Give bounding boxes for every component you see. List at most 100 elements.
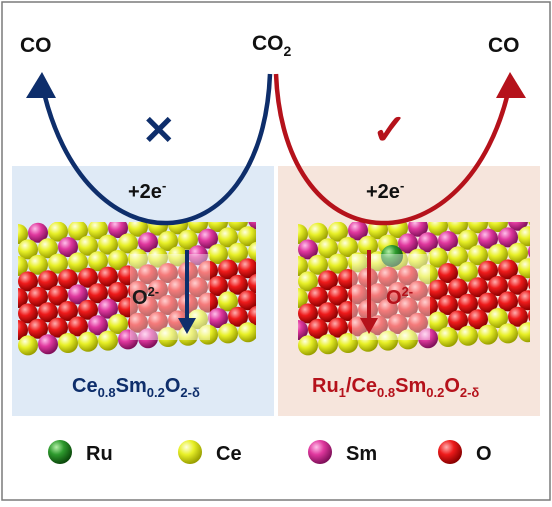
lattice-atom [408, 222, 428, 237]
legend-ru-swatch [48, 440, 72, 464]
lattice-atom [78, 299, 98, 320]
lattice-atom [18, 271, 38, 292]
lattice-atom [348, 252, 368, 273]
lattice-atom [378, 298, 398, 319]
lattice-atom [198, 228, 218, 249]
lattice-atom [408, 280, 428, 301]
lattice-atom [158, 327, 178, 347]
lattice-atom [138, 264, 158, 285]
lattice-atom [148, 311, 168, 332]
lattice-atom [438, 263, 458, 283]
lattice-atom [198, 260, 218, 281]
lattice-atom [308, 222, 328, 243]
legend-sm-label: Sm [346, 443, 377, 465]
legend: Ru Ce Sm O [48, 440, 492, 465]
right-electron-label: +2e- [366, 178, 404, 203]
lattice-atom [318, 302, 338, 323]
lattice-atom [348, 222, 368, 241]
lattice-atom [68, 222, 88, 241]
legend-ce-label: Ce [216, 443, 242, 465]
lattice-atom [298, 256, 308, 276]
lattice-atom [398, 297, 418, 318]
right-catalyst-formula: Ru1/Ce0.8Sm0.2O2-δ [312, 375, 479, 400]
lattice-atom [38, 238, 58, 259]
lattice-atom [38, 270, 58, 291]
left-vacancy-highlight [130, 254, 210, 340]
lattice-atom [518, 258, 530, 279]
lattice-atom [218, 259, 238, 280]
left-reaction-arc [39, 73, 273, 226]
lattice-atom [178, 325, 198, 346]
lattice-atom [28, 286, 48, 307]
lattice-atom [38, 334, 58, 355]
left-oxygen-label: O2- [132, 284, 159, 309]
lattice-atom [298, 335, 318, 356]
lattice-atom [518, 226, 530, 247]
lattice-atom [78, 235, 98, 256]
lattice-atom [228, 242, 248, 263]
lattice-atom [458, 325, 478, 346]
lattice-atom [188, 309, 208, 330]
lattice-atom [138, 328, 158, 349]
lattice-atom [158, 295, 178, 315]
lattice-atom [128, 248, 148, 269]
lattice-atom [18, 239, 38, 260]
lattice-atom [28, 254, 48, 275]
lattice-atom [68, 284, 88, 305]
lattice-atom [388, 282, 408, 302]
lattice-atom [478, 292, 498, 313]
check-mark-icon: ✓ [372, 106, 407, 153]
lattice-atom [428, 279, 448, 300]
lattice-atom [128, 312, 148, 333]
lattice-atom [238, 226, 256, 247]
lattice-atom [398, 233, 418, 254]
lattice-atom [308, 254, 328, 275]
lattice-atom [338, 301, 358, 321]
lattice-atom [88, 283, 108, 304]
lattice-atom [58, 301, 78, 321]
lattice-atom [28, 222, 48, 243]
lattice-atom [328, 253, 348, 274]
lattice-atom [388, 314, 408, 334]
lattice-atom [298, 271, 318, 292]
lattice-atom [408, 248, 428, 269]
lattice-atom [428, 247, 448, 268]
lattice-atom [398, 265, 418, 286]
lattice-atom [328, 285, 348, 306]
lattice-atom [98, 330, 118, 351]
lattice-atom [228, 274, 248, 295]
lattice-atom [298, 239, 318, 260]
lattice-atom [528, 277, 530, 290]
lattice-atom [138, 296, 158, 317]
lattice-atom [18, 335, 38, 356]
lattice-atom [418, 264, 438, 285]
right-reaction-arrow-head [496, 72, 526, 98]
lattice-atom [118, 233, 138, 254]
lattice-atom [468, 245, 488, 266]
lattice-atom [348, 284, 368, 305]
lattice-atom [198, 292, 218, 313]
lattice-atom [408, 312, 428, 333]
lattice-atom [128, 222, 148, 237]
lattice-atom [18, 320, 28, 340]
lattice-atom [508, 242, 528, 263]
lattice-atom [28, 318, 48, 339]
lattice-atom [528, 222, 530, 226]
lattice-atom [188, 245, 208, 266]
legend-sm-swatch [308, 440, 332, 464]
lattice-atom [58, 269, 78, 289]
lattice-atom [98, 234, 118, 255]
co2-label: CO2 [252, 32, 292, 59]
lattice-atom [138, 232, 158, 253]
lattice-atom [488, 244, 508, 264]
lattice-atom [448, 310, 468, 331]
lattice-atom [208, 276, 228, 296]
lattice-atom [338, 333, 358, 353]
lattice-atom [438, 295, 458, 315]
lattice-atom [478, 260, 498, 281]
lattice-atom [238, 290, 256, 311]
lattice-atom [148, 279, 168, 300]
lattice-atom [158, 231, 178, 251]
